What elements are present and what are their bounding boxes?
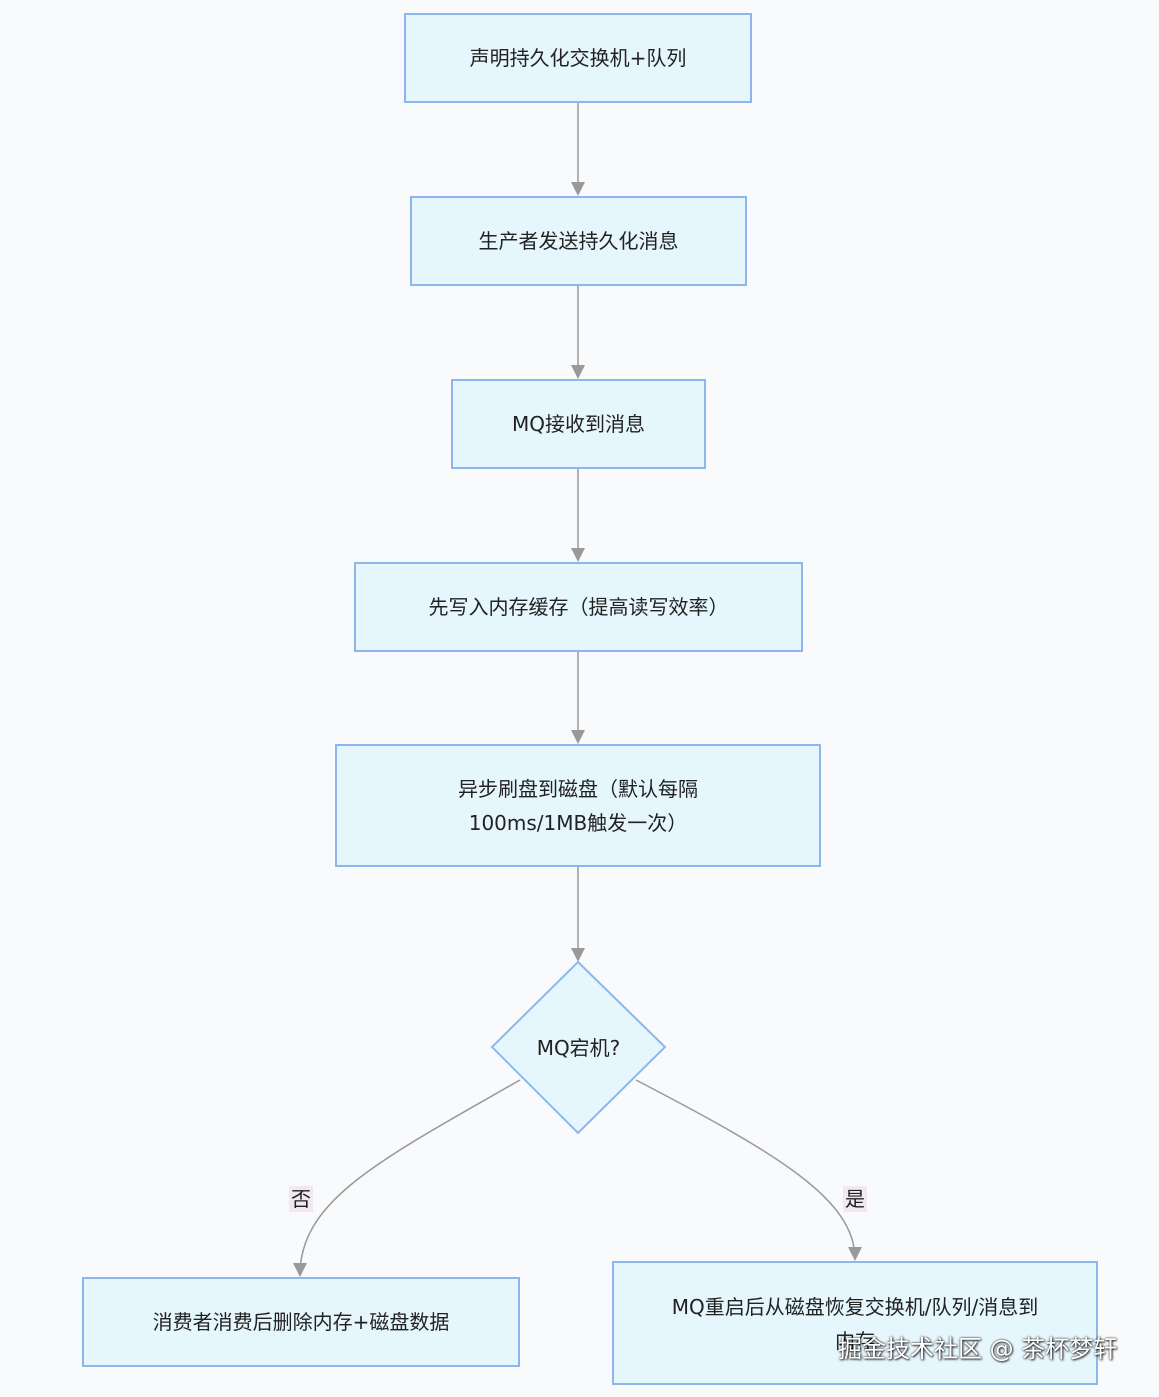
node-consume-delete: 消费者消费后删除内存+磁盘数据 bbox=[82, 1277, 520, 1367]
edge-label-no: 否 bbox=[289, 1186, 313, 1212]
node-mq-receive: MQ接收到消息 bbox=[451, 379, 706, 469]
node-produce-label: 生产者发送持久化消息 bbox=[478, 229, 679, 253]
node-flush-label-line1: 异步刷盘到磁盘（默认每隔 bbox=[458, 776, 698, 801]
edge-decision-yes bbox=[635, 1079, 862, 1261]
node-producer-send: 生产者发送持久化消息 bbox=[410, 196, 747, 286]
node-write-memory: 先写入内存缓存（提高读写效率） bbox=[354, 562, 803, 652]
node-declare-label: 声明持久化交换机+队列 bbox=[469, 46, 687, 70]
node-async-flush: 异步刷盘到磁盘（默认每隔 100ms/1MB触发一次） bbox=[335, 744, 821, 867]
decision-diamond bbox=[490, 960, 667, 1135]
node-flush-label-line2: 100ms/1MB触发一次） bbox=[468, 810, 688, 835]
watermark: 掘金技术社区 @ 茶杯梦轩 bbox=[838, 1335, 1118, 1363]
node-receive-label: MQ接收到消息 bbox=[512, 412, 645, 436]
edge-label-yes: 是 bbox=[843, 1186, 867, 1212]
edge-decision-no bbox=[293, 1079, 521, 1277]
node-restart-recover: MQ重启后从磁盘恢复交换机/队列/消息到内存 bbox=[612, 1261, 1098, 1385]
node-consume-label: 消费者消费后删除内存+磁盘数据 bbox=[152, 1310, 450, 1334]
node-memory-label: 先写入内存缓存（提高读写效率） bbox=[428, 595, 729, 619]
decision-label: MQ宕机? bbox=[536, 1036, 621, 1060]
node-declare-exchange-queue: 声明持久化交换机+队列 bbox=[404, 13, 752, 103]
node-restart-label: MQ重启后从磁盘恢复交换机/队列/消息到内存 bbox=[671, 1295, 1039, 1353]
